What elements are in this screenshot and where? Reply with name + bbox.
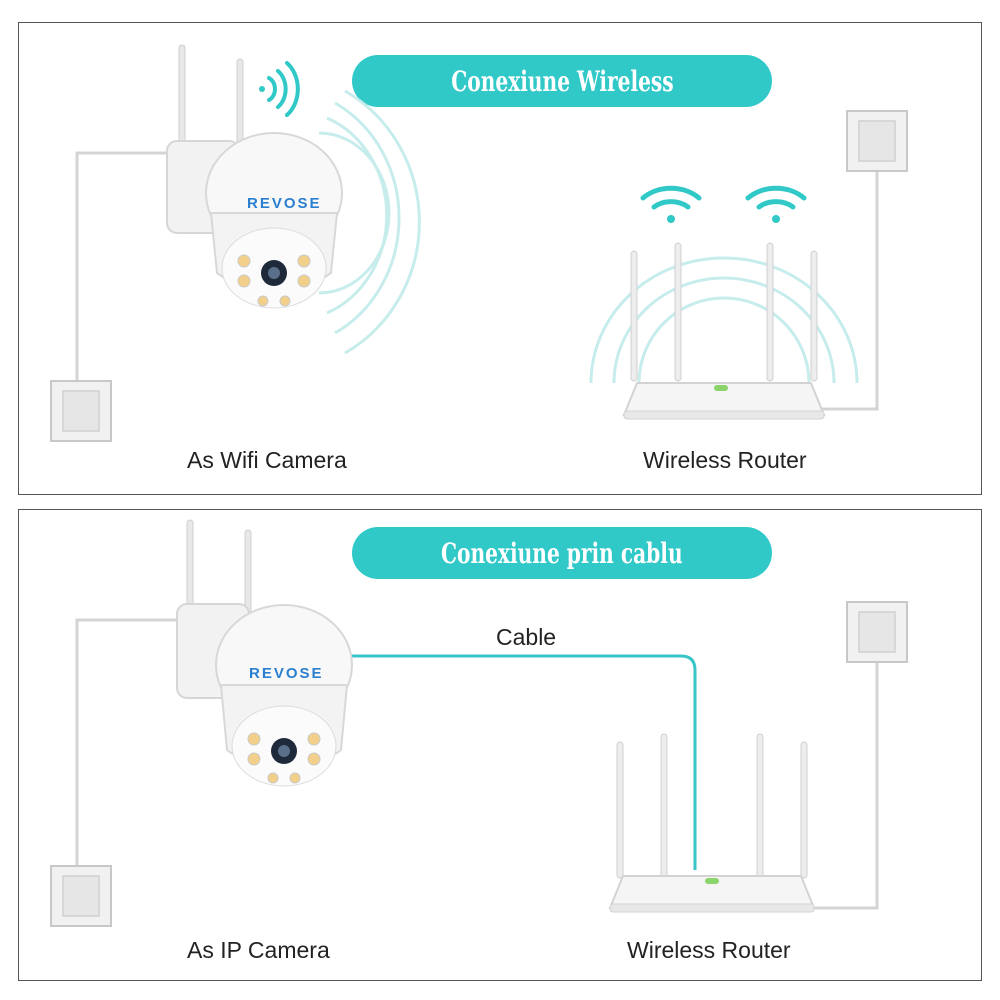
camera-wall-socket — [50, 380, 112, 442]
wireless-router-label: Wireless Router — [643, 447, 807, 473]
ip-camera-label: As IP Camera — [187, 937, 330, 963]
wireless-connection-panel: Conexiune Wireless — [18, 22, 982, 495]
wifi-router — [622, 242, 826, 420]
router-wall-socket — [846, 110, 908, 172]
router-wifi-icons — [640, 185, 807, 223]
wifi-router — [608, 733, 816, 913]
cable-connection-panel: Conexiune prin cablu — [18, 509, 982, 981]
cable-label: Cable — [496, 624, 557, 650]
router-signal-waves — [589, 256, 859, 384]
camera-power-cable — [75, 151, 167, 381]
wireless-router-label: Wireless Router — [627, 937, 791, 963]
camera-wifi-icon — [259, 61, 300, 117]
wireless-diagram-art — [50, 44, 908, 442]
wireless-banner-title: Conexiune Wireless — [450, 64, 674, 98]
wireless-banner: Conexiune Wireless — [352, 55, 772, 107]
camera-power-cable — [75, 618, 177, 866]
cable-banner-title: Conexiune prin cablu — [441, 536, 683, 570]
ptz-camera — [176, 519, 353, 787]
camera-brand-label: REVOSE — [247, 195, 322, 212]
router-power-cable — [807, 660, 879, 910]
ethernet-cable — [331, 654, 697, 870]
router-power-cable — [819, 168, 879, 411]
cable-diagram-art — [50, 519, 908, 927]
camera-signal-waves — [318, 89, 421, 355]
wifi-camera-label: As Wifi Camera — [187, 447, 347, 473]
camera-brand-label: REVOSE — [249, 665, 324, 682]
cable-banner: Conexiune prin cablu — [352, 527, 772, 579]
ptz-camera — [166, 44, 343, 309]
router-wall-socket — [846, 601, 908, 663]
camera-wall-socket — [50, 865, 112, 927]
